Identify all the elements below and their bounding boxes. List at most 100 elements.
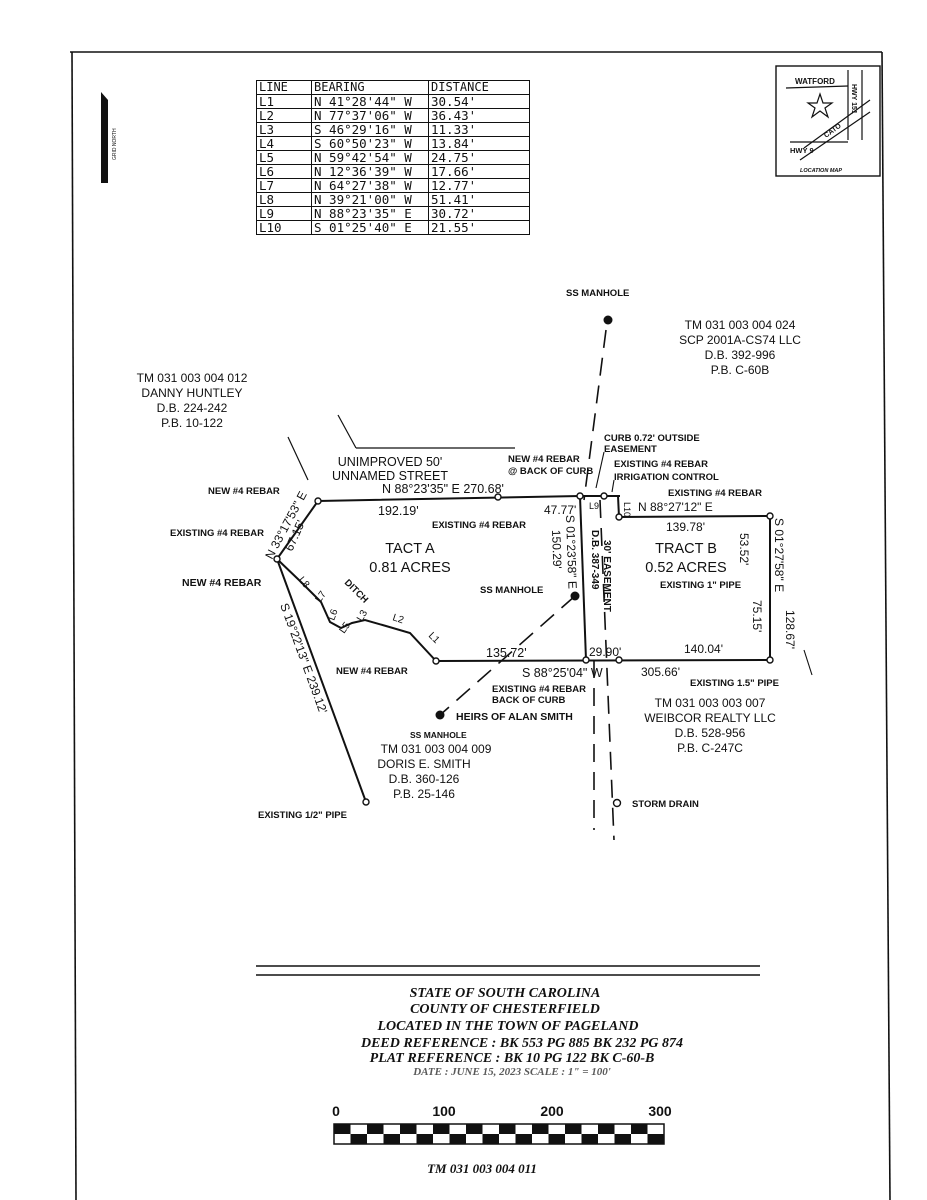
svg-text:TM 031 003 004 012: TM 031 003 004 012 — [137, 371, 248, 385]
scale-segment — [548, 1134, 565, 1144]
footer-tax-map: TM 031 003 004 011 — [427, 1161, 537, 1176]
svg-text:L7: L7 — [313, 589, 329, 605]
scale-segment — [647, 1134, 664, 1144]
svg-text:HWY 9: HWY 9 — [790, 146, 814, 155]
scale-segment — [515, 1134, 532, 1144]
plat-notes: SS MANHOLE SS MANHOLE SS MANHOLE CURB 0.… — [170, 288, 779, 821]
scale-segment — [350, 1134, 367, 1144]
svg-text:EXISTING 1.5" PIPE: EXISTING 1.5" PIPE — [690, 678, 779, 689]
scale-segment — [466, 1124, 483, 1134]
svg-text:P.B. C-60B: P.B. C-60B — [711, 363, 769, 377]
svg-text:HWY 151: HWY 151 — [850, 84, 857, 114]
svg-text:STATE OF SOUTH CAROLINA: STATE OF SOUTH CAROLINA — [410, 986, 601, 1001]
svg-text:EXISTING #4 REBAR: EXISTING #4 REBAR — [492, 684, 586, 695]
scale-segment — [449, 1134, 466, 1144]
svg-text:TRACT B: TRACT B — [655, 541, 717, 557]
svg-text:D.B. 392-996: D.B. 392-996 — [705, 348, 776, 362]
boundary — [276, 495, 771, 803]
svg-text:EXISTING #4 REBAR: EXISTING #4 REBAR — [432, 520, 526, 531]
storm-drain-icon — [612, 798, 622, 808]
scale-segment — [499, 1124, 516, 1134]
line-cell: L9 — [256, 206, 312, 221]
header-distance: DISTANCE — [428, 80, 530, 95]
svg-text:NEW #4 REBAR: NEW #4 REBAR — [182, 577, 262, 589]
svg-text:L8: L8 — [296, 575, 312, 591]
svg-text:NEW #4 REBAR: NEW #4 REBAR — [208, 486, 280, 497]
svg-text:NEW #4 REBAR: NEW #4 REBAR — [336, 666, 408, 677]
header-bearing: BEARING — [311, 80, 429, 95]
svg-text:P.B. 25-146: P.B. 25-146 — [393, 787, 455, 801]
svg-text:S 19°22'13" E 239.12': S 19°22'13" E 239.12' — [277, 601, 330, 715]
svg-text:L3: L3 — [355, 608, 370, 624]
svg-text:D.B. 387-349: D.B. 387-349 — [589, 530, 600, 590]
svg-text:LOCATED IN THE TOWN OF PAGELAN: LOCATED IN THE TOWN OF PAGELAND — [377, 1019, 639, 1034]
distance-cell: 30.72' — [428, 206, 530, 221]
svg-text:29.90': 29.90' — [589, 645, 621, 659]
scale-bar: 0 100 200 300 — [332, 1103, 672, 1145]
svg-text:0.81 ACRES: 0.81 ACRES — [369, 560, 450, 576]
svg-text:D.B. 528-956: D.B. 528-956 — [675, 726, 746, 740]
svg-text:DITCH: DITCH — [342, 577, 370, 605]
svg-text:TACT A: TACT A — [385, 541, 435, 557]
scale-segment — [565, 1124, 582, 1134]
scale-segment — [532, 1124, 549, 1134]
line-cell: L4 — [256, 136, 312, 151]
distance-cell: 12.77' — [428, 178, 530, 193]
svg-text:L2: L2 — [391, 612, 405, 626]
distance-cell: 17.66' — [428, 164, 530, 179]
bearing-cell: N 64°27'38" W — [311, 178, 429, 193]
svg-text:139.78': 139.78' — [666, 520, 705, 534]
svg-text:100: 100 — [432, 1103, 456, 1119]
adjoiner-weibcor: TM 031 003 003 007 WEIBCOR REALTY LLC D.… — [644, 696, 776, 755]
scale-segment — [631, 1124, 648, 1134]
svg-text:EXISTING #4 REBAR: EXISTING #4 REBAR — [668, 488, 762, 499]
svg-text:N 88°23'35" E 270.68': N 88°23'35" E 270.68' — [382, 482, 504, 496]
scale-segment — [614, 1134, 631, 1144]
tract-b-label: TRACT B 0.52 ACRES — [645, 541, 726, 576]
title-block: STATE OF SOUTH CAROLINA COUNTY OF CHESTE… — [256, 965, 760, 1078]
line-cell: L10 — [256, 220, 312, 235]
svg-text:S 01°23'58" E: S 01°23'58" E — [563, 515, 580, 590]
svg-text:TM 031 003 004 024: TM 031 003 004 024 — [685, 318, 796, 332]
adjoiner-smith: TM 031 003 004 009 DORIS E. SMITH D.B. 3… — [377, 742, 491, 801]
svg-text:0: 0 — [332, 1103, 340, 1119]
svg-text:L1: L1 — [426, 630, 442, 646]
line-cell: L7 — [256, 178, 312, 193]
svg-text:D.B. 224-242: D.B. 224-242 — [157, 401, 228, 415]
line-cell: L5 — [256, 150, 312, 165]
svg-text:TM 031 003 003 007: TM 031 003 003 007 — [655, 696, 766, 710]
scale-segment — [367, 1124, 384, 1134]
adjoiner-huntley: TM 031 003 004 012 DANNY HUNTLEY D.B. 22… — [137, 371, 248, 430]
scale-segment — [383, 1134, 400, 1144]
svg-text:SS MANHOLE: SS MANHOLE — [566, 288, 629, 299]
bearing-cell: N 12°36'39" W — [311, 164, 429, 179]
sheet-border — [70, 51, 891, 1200]
line-cell: L8 — [256, 192, 312, 207]
distance-cell: 24.75' — [428, 150, 530, 165]
svg-text:140.04': 140.04' — [684, 642, 723, 656]
ss-manhole-icons — [435, 315, 613, 720]
svg-text:HEIRS OF ALAN SMITH: HEIRS OF ALAN SMITH — [456, 711, 573, 723]
svg-text:150.29': 150.29' — [549, 530, 564, 569]
svg-text:S 88°25'04" W: S 88°25'04" W — [522, 666, 603, 680]
svg-text:S 01°27'58" E: S 01°27'58" E — [772, 518, 786, 592]
scale-segment — [334, 1124, 351, 1134]
svg-text:TM 031 003 004 009: TM 031 003 004 009 — [381, 742, 492, 756]
svg-text:75.15': 75.15' — [750, 600, 764, 632]
table-header-row: LINE BEARING DISTANCE — [256, 80, 530, 95]
distance-cell: 13.84' — [428, 136, 530, 151]
svg-text:0.52 ACRES: 0.52 ACRES — [645, 560, 726, 576]
leader-lines — [595, 451, 813, 676]
svg-text:EXISTING #4 REBAR: EXISTING #4 REBAR — [170, 528, 264, 539]
bearing-cell: N 88°23'35" E — [311, 206, 429, 221]
svg-text:128.67': 128.67' — [783, 610, 797, 649]
svg-text:EXISTING 1" PIPE: EXISTING 1" PIPE — [660, 580, 741, 591]
svg-text:EXISTING 1/2" PIPE: EXISTING 1/2" PIPE — [258, 810, 347, 821]
distance-cell: 11.33' — [428, 122, 530, 137]
svg-text:LOCATION MAP: LOCATION MAP — [800, 168, 842, 174]
line-cell: L1 — [256, 94, 312, 109]
distance-cell: 30.54' — [428, 94, 530, 109]
